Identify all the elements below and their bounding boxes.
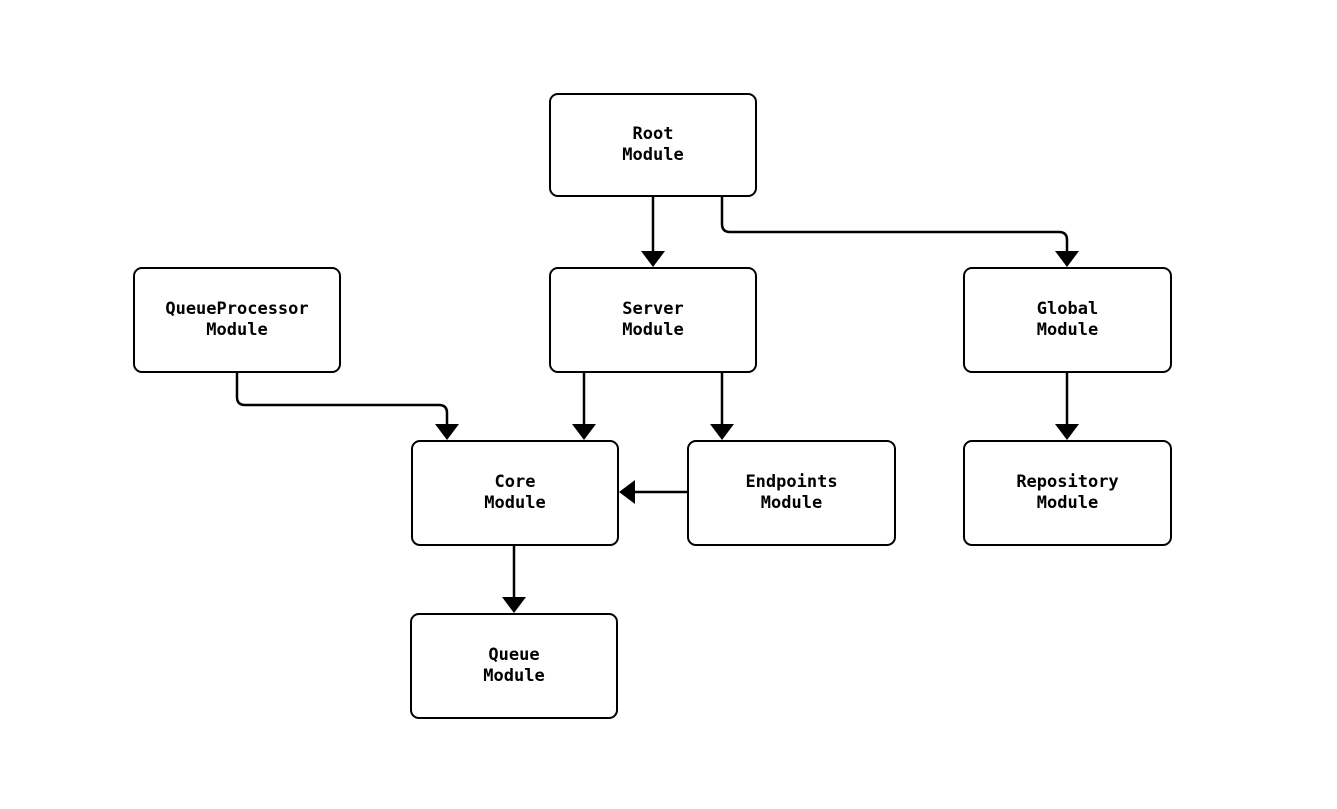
node-label-line: Module <box>622 145 684 165</box>
node-server-module: Server Module <box>549 267 757 373</box>
node-global-module: Global Module <box>963 267 1172 373</box>
edge-root-to-server <box>641 197 665 267</box>
node-queueprocessor-module: QueueProcessor Module <box>133 267 341 373</box>
node-label-line: Server <box>622 299 684 319</box>
node-label-line: Module <box>1036 493 1099 513</box>
node-label-line: Root <box>632 124 674 144</box>
node-queue-module: Queue Module <box>410 613 618 719</box>
node-endpoints-module: Endpoints Module <box>687 440 896 546</box>
edge-endpoints-to-core <box>619 480 687 504</box>
node-root-module: Root Module <box>549 93 757 197</box>
node-label-line: Repository <box>1016 472 1119 492</box>
node-repository-module: Repository Module <box>963 440 1172 546</box>
node-label-line: Module <box>1036 320 1099 340</box>
node-label-line: Endpoints <box>745 472 838 492</box>
edge-global-to-repository <box>1055 373 1079 440</box>
node-label-line: Module <box>206 320 268 340</box>
node-label-line: Core <box>494 472 536 492</box>
node-label-line: Module <box>760 493 823 513</box>
node-label-line: Module <box>622 320 684 340</box>
node-label-line: QueueProcessor <box>165 299 309 319</box>
node-label-line: Queue <box>488 645 540 665</box>
node-label-line: Module <box>484 493 546 513</box>
edge-server-to-core <box>572 373 596 440</box>
edge-queueprocessor-to-core <box>235 373 459 440</box>
node-label-line: Global <box>1036 299 1099 319</box>
node-label-line: Module <box>483 666 545 686</box>
edge-server-to-endpoints <box>710 373 734 440</box>
node-core-module: Core Module <box>411 440 619 546</box>
edge-core-to-queue <box>502 546 526 613</box>
edge-root-to-global <box>720 197 1079 267</box>
